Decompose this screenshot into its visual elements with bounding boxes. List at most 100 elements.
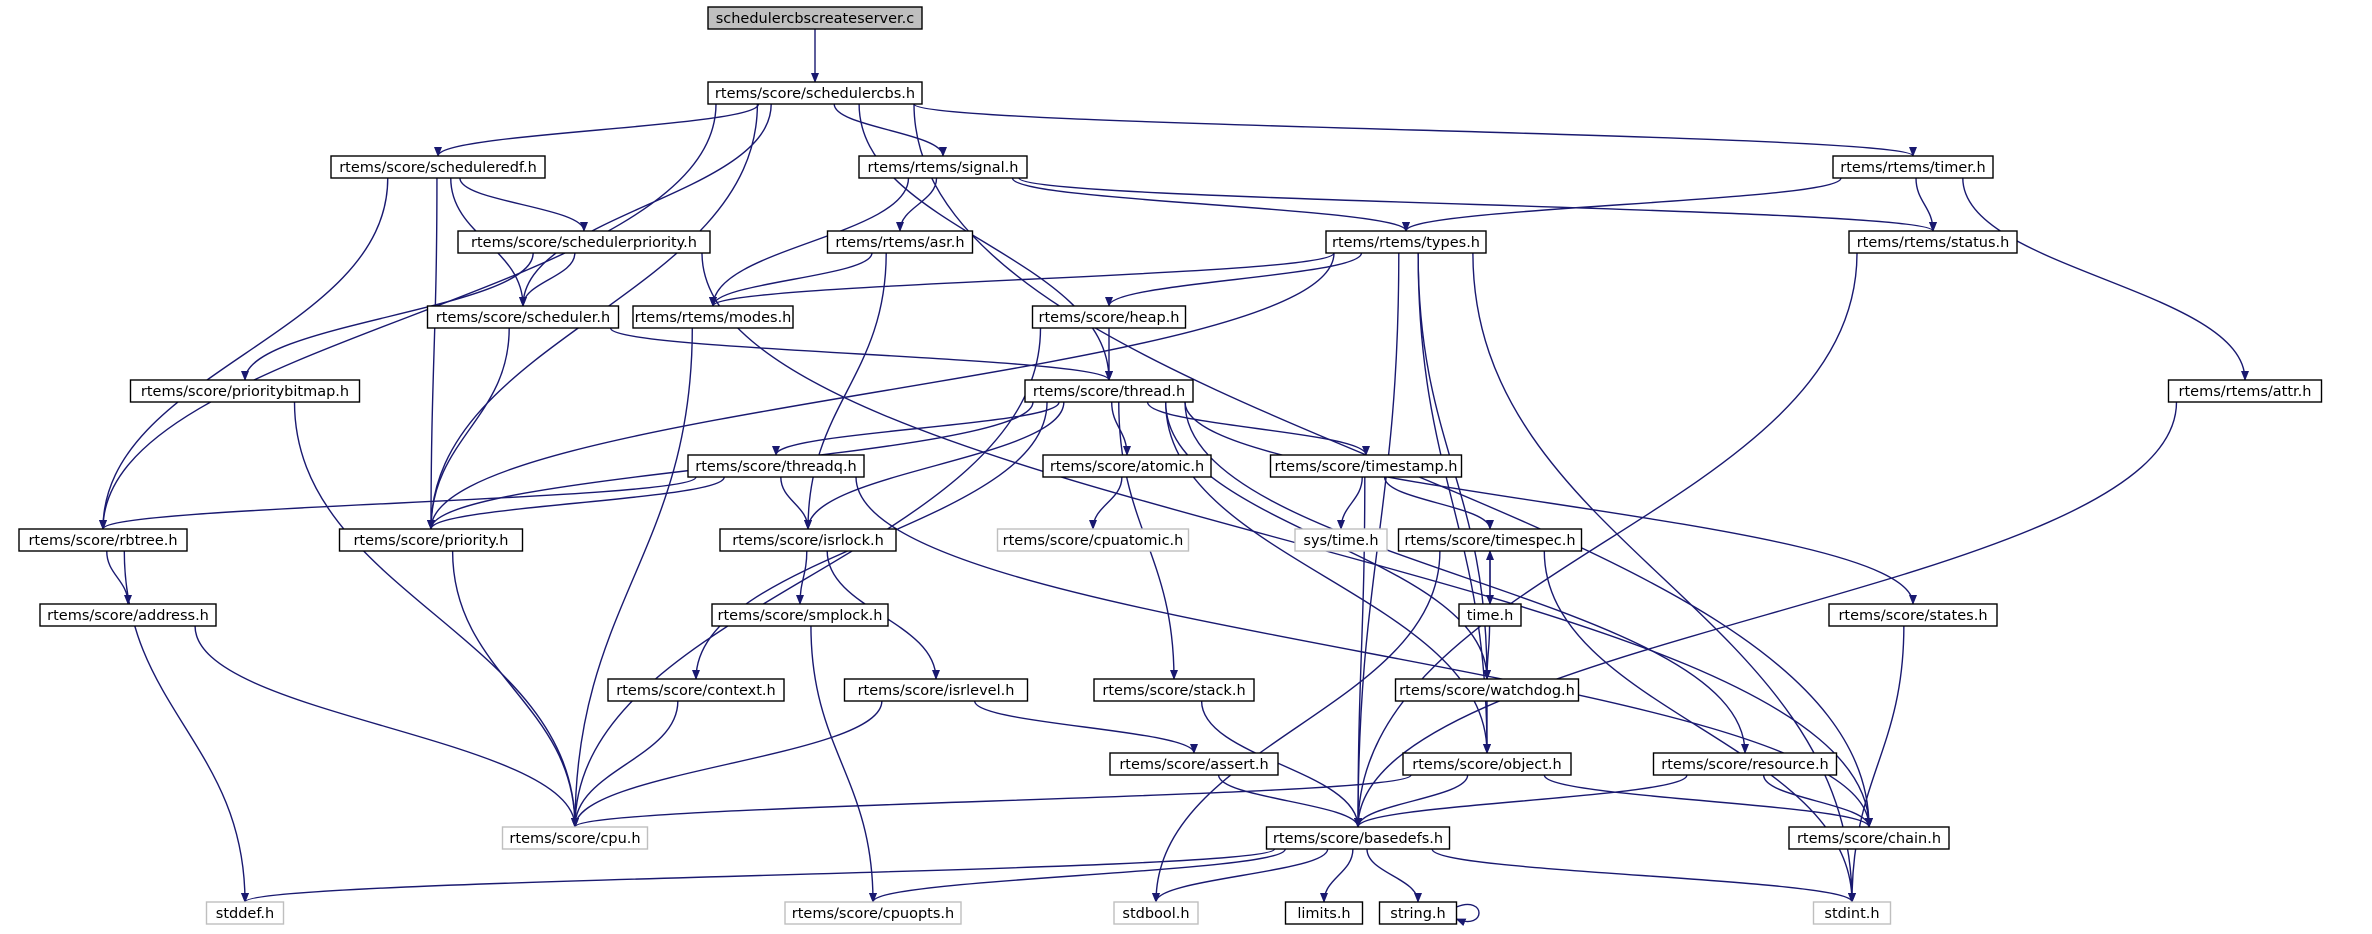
node-basedefs[interactable]: rtems/score/basedefs.h <box>1265 826 1451 850</box>
node-box-rbtree <box>18 528 188 552</box>
node-asr[interactable]: rtems/rtems/asr.h <box>826 230 974 254</box>
node-label-schedulercbs: rtems/score/schedulercbs.h <box>715 86 915 102</box>
node-schedulercbs[interactable]: rtems/score/schedulercbs.h <box>707 81 923 105</box>
node-atomic[interactable]: rtems/score/atomic.h <box>1042 454 1212 478</box>
node-box-cpu <box>501 826 649 850</box>
node-address[interactable]: rtems/score/address.h <box>39 603 217 627</box>
node-box-priority <box>338 528 524 552</box>
node-modes[interactable]: rtems/rtems/modes.h <box>632 305 794 329</box>
edge-modes-to-cpu <box>571 327 693 828</box>
node-box-scheduleredf <box>330 155 546 179</box>
edge-atomic-to-cpuatomic <box>1089 476 1123 530</box>
node-limits[interactable]: limits.h <box>1284 901 1364 925</box>
node-context[interactable]: rtems/score/context.h <box>607 678 785 702</box>
edge-object-to-cpu <box>571 774 1412 828</box>
node-label-watchdog: rtems/score/watchdog.h <box>1399 683 1575 699</box>
node-box-stdbool <box>1113 901 1199 925</box>
node-threadq[interactable]: rtems/score/threadq.h <box>687 454 865 478</box>
edge-context-to-cpu <box>571 700 679 828</box>
edge-status-to-basedefs <box>1354 252 1858 828</box>
node-smplock[interactable]: rtems/score/smplock.h <box>711 603 889 627</box>
node-label-chain: rtems/score/chain.h <box>1797 831 1941 847</box>
node-label-rbtree: rtems/score/rbtree.h <box>28 533 177 549</box>
edge-address-to-cpu <box>194 625 579 828</box>
node-string[interactable]: string.h <box>1378 901 1458 925</box>
node-label-scheduleredf: rtems/score/scheduleredf.h <box>339 160 537 176</box>
node-watchdog[interactable]: rtems/score/watchdog.h <box>1394 678 1580 702</box>
edge-scheduleredf-to-priority <box>427 177 438 530</box>
node-box-thread <box>1024 379 1194 403</box>
node-states[interactable]: rtems/score/states.h <box>1828 603 1998 627</box>
node-box-basedefs <box>1265 826 1451 850</box>
edge-object-to-basedefs <box>1354 774 1469 828</box>
node-stack[interactable]: rtems/score/stack.h <box>1093 678 1255 702</box>
node-scheduleredf[interactable]: rtems/score/scheduleredf.h <box>330 155 546 179</box>
node-signal[interactable]: rtems/rtems/signal.h <box>858 155 1028 179</box>
edge-thread-to-isrlock <box>804 401 1065 530</box>
node-thread[interactable]: rtems/score/thread.h <box>1024 379 1194 403</box>
node-box-context <box>607 678 785 702</box>
node-box-timer <box>1832 155 1994 179</box>
node-label-signal: rtems/rtems/signal.h <box>868 160 1019 176</box>
edge-isrlevel-to-cpu <box>571 700 883 828</box>
node-timeh[interactable]: time.h <box>1458 603 1522 627</box>
node-timespec[interactable]: rtems/score/timespec.h <box>1397 528 1583 552</box>
node-systime: sys/time.h <box>1294 528 1388 552</box>
node-label-resource: rtems/score/resource.h <box>1661 757 1829 773</box>
edge-basedefs-to-stdint <box>1431 848 1856 903</box>
edge-isrlock-to-smplock <box>796 550 808 605</box>
node-scheduler[interactable]: rtems/score/scheduler.h <box>426 305 620 329</box>
node-assert[interactable]: rtems/score/assert.h <box>1109 752 1279 776</box>
node-heap[interactable]: rtems/score/heap.h <box>1031 305 1187 329</box>
node-cpuopts: rtems/score/cpuopts.h <box>784 901 962 925</box>
edge-basedefs-to-cpuopts <box>869 848 1286 903</box>
node-label-schedulerpriority: rtems/score/schedulerpriority.h <box>471 235 697 251</box>
edge-thread-to-threadq <box>772 401 1060 456</box>
node-prioritybitmap[interactable]: rtems/score/prioritybitmap.h <box>129 379 361 403</box>
node-box-limits <box>1284 901 1364 925</box>
node-chain[interactable]: rtems/score/chain.h <box>1788 826 1950 850</box>
edge-timestamp-to-systime <box>1337 476 1363 530</box>
edge-schedulerpriority-to-chain <box>701 252 1873 828</box>
edge-basedefs-to-stddef <box>241 848 1276 903</box>
node-root[interactable]: schedulercbscreateserver.c <box>707 6 923 30</box>
edge-timer-to-status <box>1915 177 1937 232</box>
node-label-modes: rtems/rtems/modes.h <box>635 310 792 326</box>
edge-timer-to-types <box>1402 177 1842 232</box>
node-box-object <box>1402 752 1572 776</box>
node-isrlock[interactable]: rtems/score/isrlock.h <box>719 528 897 552</box>
edge-assert-to-basedefs <box>1217 774 1362 828</box>
node-box-timespec <box>1397 528 1583 552</box>
node-box-cpuatomic <box>996 528 1190 552</box>
node-resource[interactable]: rtems/score/resource.h <box>1652 752 1838 776</box>
node-stdint: stdint.h <box>1812 901 1892 925</box>
node-label-timestamp: rtems/score/timestamp.h <box>1275 459 1458 475</box>
node-label-assert: rtems/score/assert.h <box>1119 757 1268 773</box>
node-timestamp[interactable]: rtems/score/timestamp.h <box>1269 454 1463 478</box>
node-types[interactable]: rtems/rtems/types.h <box>1325 230 1487 254</box>
node-attr[interactable]: rtems/rtems/attr.h <box>2167 379 2323 403</box>
node-box-attr <box>2167 379 2323 403</box>
edge-heap-to-cpu <box>571 327 1042 828</box>
node-label-context: rtems/score/context.h <box>616 683 775 699</box>
edge-scheduler-to-thread <box>609 327 1113 381</box>
edge-types-to-priority <box>427 252 1335 530</box>
edge-types-to-object <box>1417 252 1491 754</box>
node-rbtree[interactable]: rtems/score/rbtree.h <box>18 528 188 552</box>
node-box-types <box>1325 230 1487 254</box>
node-timer[interactable]: rtems/rtems/timer.h <box>1832 155 1994 179</box>
node-label-thread: rtems/score/thread.h <box>1033 384 1185 400</box>
node-box-status <box>1848 230 2018 254</box>
edge-asr-to-modes <box>709 252 873 307</box>
node-label-attr: rtems/rtems/attr.h <box>2179 384 2312 400</box>
edge-types-to-modes <box>709 252 1335 307</box>
edge-asr-to-isrlock <box>804 252 887 530</box>
node-object[interactable]: rtems/score/object.h <box>1402 752 1572 776</box>
node-label-limits: limits.h <box>1297 906 1350 922</box>
node-priority[interactable]: rtems/score/priority.h <box>338 528 524 552</box>
node-status[interactable]: rtems/rtems/status.h <box>1848 230 2018 254</box>
node-schedulerpriority[interactable]: rtems/score/schedulerpriority.h <box>457 230 711 254</box>
edge-prioritybitmap-to-cpu <box>293 401 579 828</box>
node-isrlevel[interactable]: rtems/score/isrlevel.h <box>843 678 1029 702</box>
